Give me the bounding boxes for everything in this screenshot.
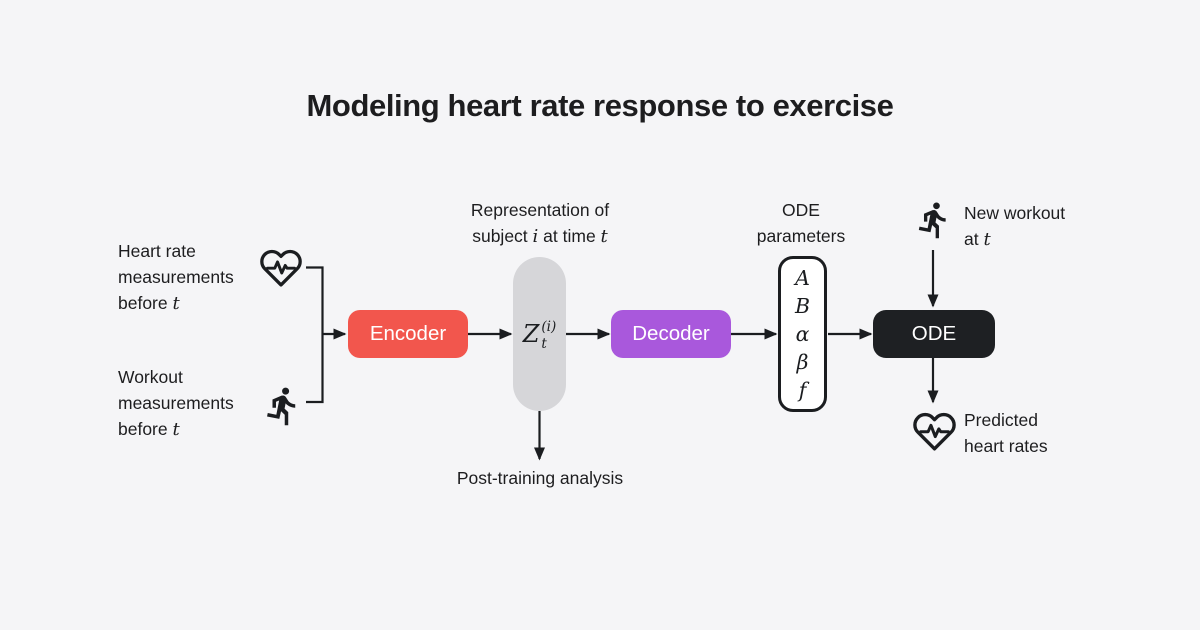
heart-rate-before-text: before xyxy=(118,293,173,313)
param-letter-beta: β xyxy=(796,350,809,374)
time-var: t xyxy=(600,226,608,247)
predicted-heart-rates-label: Predicted heart rates xyxy=(964,407,1048,459)
z-subscript: t xyxy=(541,335,547,352)
post-training-analysis-label: Post-training analysis xyxy=(456,468,624,488)
runner-icon xyxy=(262,382,304,430)
z-superscript: (i) xyxy=(541,318,557,335)
runner-icon xyxy=(914,196,954,244)
workout-input-label-line3: before t xyxy=(118,416,234,443)
ode-block-label: ODE xyxy=(911,322,957,345)
workout-input-label-line2: measurements xyxy=(118,393,234,413)
workout-time-var: t xyxy=(172,419,180,440)
subject-var: i xyxy=(532,226,539,247)
encoder-block: Encoder xyxy=(348,310,468,358)
latent-z-label: Z(i)t xyxy=(522,318,557,352)
input-bracket-line xyxy=(306,266,324,404)
encoder-block-label: Encoder xyxy=(369,322,447,345)
workout-input-label: Workout measurements before t xyxy=(118,364,234,443)
heart-rate-input-label: Heart rate measurements before t xyxy=(118,238,234,317)
heart-pulse-icon xyxy=(911,409,958,454)
heart-rate-input-label-line3: before t xyxy=(118,290,234,317)
param-letter-A: A xyxy=(795,266,810,290)
new-workout-time-var: t xyxy=(983,229,991,250)
new-workout-label-line2: at t xyxy=(964,226,1065,253)
ode-parameters-label-line2: parameters xyxy=(756,226,846,246)
param-letter-alpha: α xyxy=(795,322,810,346)
ode-block: ODE xyxy=(873,310,995,358)
workout-input-label-line1: Workout xyxy=(118,367,183,387)
at-time-text: at time xyxy=(538,226,601,246)
ode-parameters-label-line1: ODE xyxy=(782,200,820,220)
new-workout-label-line1: New workout xyxy=(964,203,1066,223)
z-base: Z xyxy=(522,320,540,348)
representation-label-line1: Representation of xyxy=(470,200,610,220)
page-title: Modeling heart rate response to exercise xyxy=(306,88,894,123)
ode-parameters-label: ODE parameters xyxy=(721,197,881,249)
at-text: at xyxy=(964,229,984,249)
heart-rate-input-label-line1: Heart rate xyxy=(118,241,196,261)
heart-rate-time-var: t xyxy=(172,293,180,314)
heart-rate-input-label-line2: measurements xyxy=(118,267,234,287)
representation-label: Representation of subject i at time t xyxy=(420,197,660,250)
heart-pulse-icon xyxy=(258,246,304,290)
predicted-label-line1: Predicted xyxy=(964,410,1038,430)
predicted-label-line2: heart rates xyxy=(964,436,1048,456)
z-scripts: (i)t xyxy=(541,318,557,352)
decoder-block: Decoder xyxy=(611,310,731,358)
param-letter-f: f xyxy=(798,378,807,402)
representation-label-line2: subject i at time t xyxy=(420,223,660,250)
new-workout-label: New workout at t xyxy=(964,200,1065,253)
workout-before-text: before xyxy=(118,419,173,439)
representation-pill: Z(i)t xyxy=(513,257,566,411)
ode-parameters-box: A B α β f xyxy=(778,256,827,412)
subject-text: subject xyxy=(472,226,533,246)
decoder-block-label: Decoder xyxy=(632,322,710,345)
param-letter-B: B xyxy=(794,294,811,318)
